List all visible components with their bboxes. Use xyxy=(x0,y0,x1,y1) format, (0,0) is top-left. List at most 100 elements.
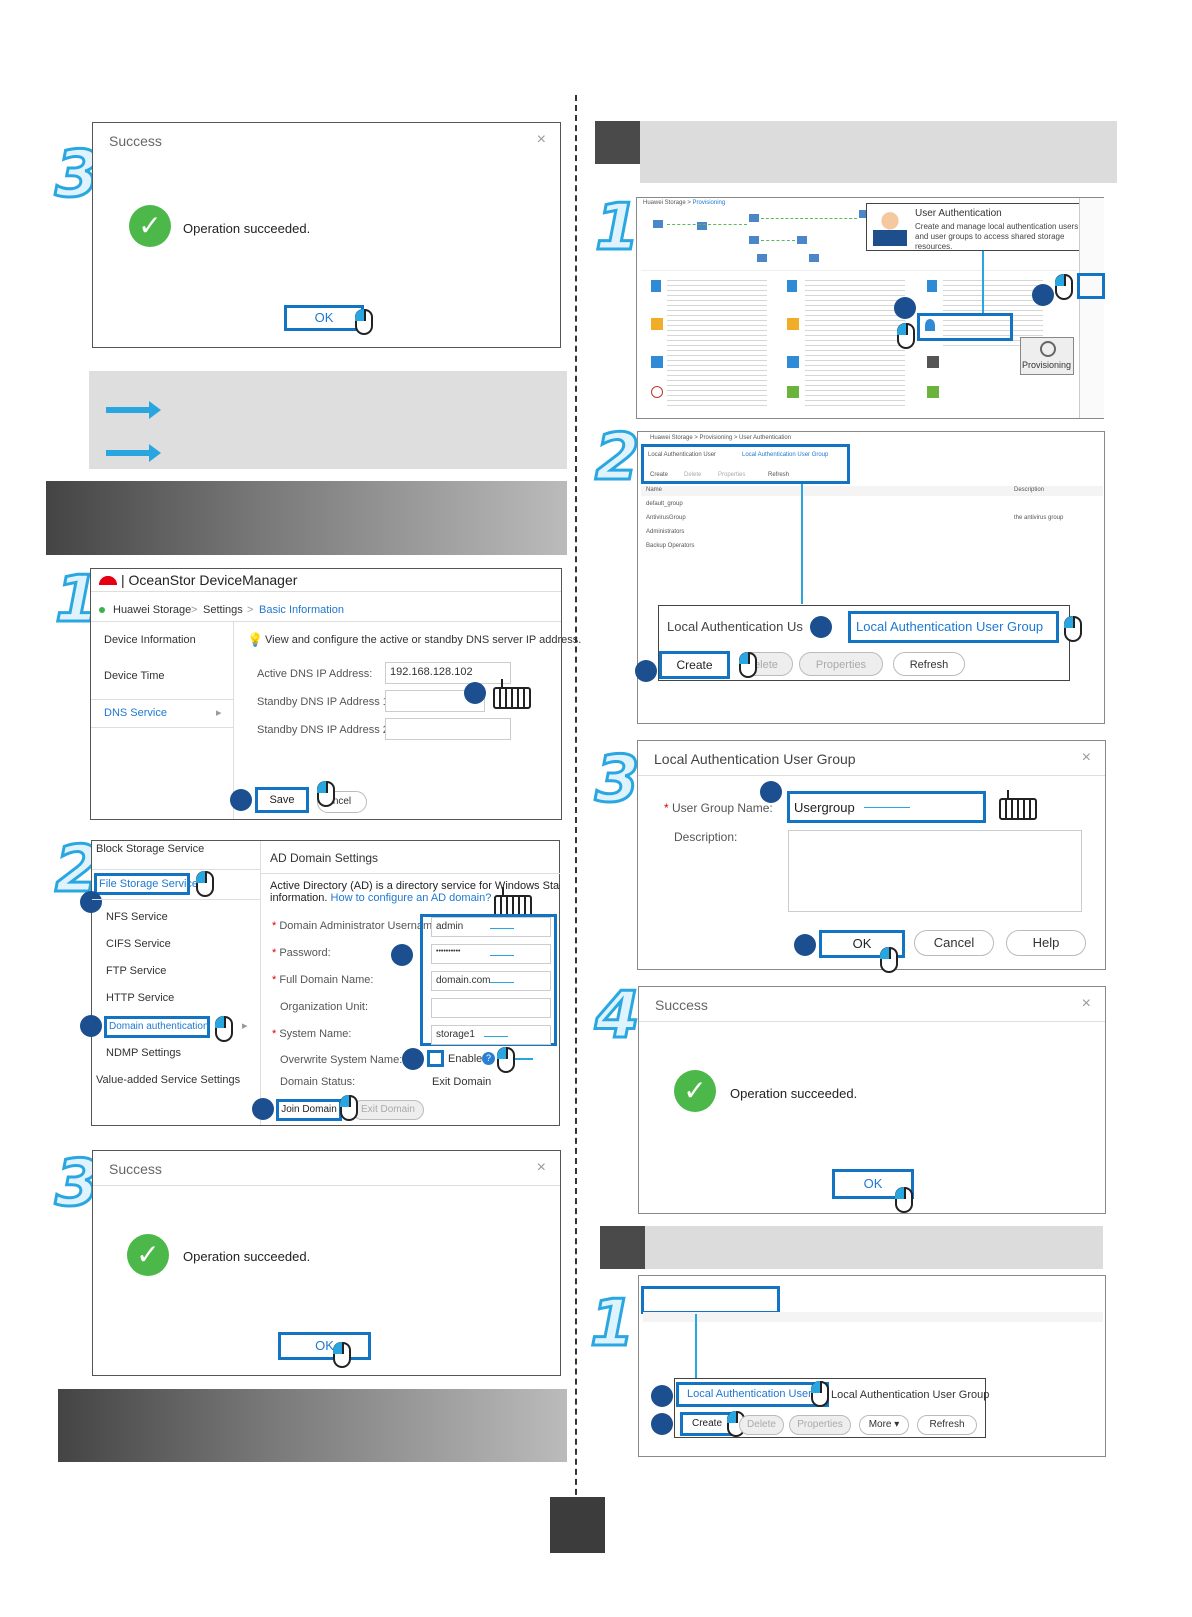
help-button[interactable]: Help xyxy=(1006,930,1086,956)
success-message: Operation succeeded. xyxy=(183,221,311,236)
join-button-label: Join Domain xyxy=(281,1104,337,1115)
nav-item-value-added[interactable]: Value-added Service Settings xyxy=(96,1074,241,1086)
table-cell: the antivirus group xyxy=(1014,515,1064,521)
standby-dns-1-field[interactable] xyxy=(385,690,485,712)
system-name-field[interactable]: storage1 xyxy=(431,1025,551,1045)
dialog-title: Success xyxy=(109,1161,162,1177)
workflow-line xyxy=(667,224,747,225)
user-auth-icon xyxy=(925,319,935,331)
nav-item-ftp[interactable]: FTP Service xyxy=(106,965,167,977)
zoom-tab-user[interactable]: Local Authentication Us xyxy=(667,619,803,634)
nav-label: Domain authentication xyxy=(109,1021,209,1032)
mouse-icon xyxy=(196,871,214,897)
breadcrumb-item[interactable]: Basic Information xyxy=(259,604,344,616)
workflow-node-icon xyxy=(859,210,869,218)
user-auth-callout: User Authentication Create and manage lo… xyxy=(866,203,1084,251)
create-button[interactable]: Create xyxy=(650,472,669,478)
nav-item-block-storage[interactable]: Block Storage Service xyxy=(96,843,205,855)
step-number: 3 xyxy=(594,743,642,817)
nav-item-cifs[interactable]: CIFS Service xyxy=(106,938,171,950)
service-icon xyxy=(787,356,799,368)
zoom-tab-local-user[interactable]: Local Authentication User xyxy=(676,1382,829,1407)
close-icon[interactable]: × xyxy=(1081,749,1091,766)
nav-item-http[interactable]: HTTP Service xyxy=(106,992,175,1004)
service-desc-lines xyxy=(805,280,905,410)
zoom-properties-button[interactable]: Properties xyxy=(799,652,883,676)
enable-checkbox[interactable] xyxy=(427,1050,444,1067)
ok-button[interactable]: OK xyxy=(284,305,364,331)
label-text: Password: xyxy=(279,947,331,959)
exit-domain-button[interactable]: Exit Domain xyxy=(352,1100,424,1120)
password-field[interactable]: •••••••••• xyxy=(431,944,551,964)
provisioning-nav-button[interactable] xyxy=(1077,273,1105,299)
workflow-node-icon xyxy=(749,214,759,222)
ok-button[interactable]: OK xyxy=(278,1332,371,1360)
zoom-create-button[interactable]: Create xyxy=(680,1412,734,1436)
provisioning-panel: Huawei Storage > Provisioning User Authe… xyxy=(636,197,1105,419)
step-number: 2 xyxy=(594,421,642,495)
nav-item-dns-service[interactable]: DNS Service xyxy=(104,707,167,719)
keyboard-icon xyxy=(494,887,532,917)
delete-button[interactable]: Delete xyxy=(684,472,702,478)
properties-button[interactable]: Properties xyxy=(718,472,746,478)
tab-local-user-group[interactable]: Local Authentication User Group xyxy=(742,452,829,458)
close-icon[interactable]: × xyxy=(536,1159,546,1176)
dns-hint: View and configure the active or standby… xyxy=(265,634,582,646)
title-divider xyxy=(639,1021,1105,1022)
breadcrumb-item[interactable]: Settings xyxy=(203,604,243,616)
header-divider xyxy=(91,591,561,592)
zoom-more-button[interactable]: More ▾ xyxy=(859,1415,909,1435)
button-label: Refresh xyxy=(909,659,949,671)
nav-item-ndmp[interactable]: NDMP Settings xyxy=(106,1047,181,1059)
nav-item-nfs[interactable]: NFS Service xyxy=(106,911,168,923)
zoom-tab-user-group[interactable]: Local Authentication User Group xyxy=(848,611,1059,643)
step-marker xyxy=(651,1413,673,1435)
help-icon[interactable]: ? xyxy=(482,1052,495,1065)
ok-button[interactable]: OK xyxy=(819,930,905,958)
active-dns-field[interactable]: 192.168.128.102 xyxy=(385,662,511,684)
save-button[interactable]: Save xyxy=(255,787,309,813)
ad-domain-panel: Block Storage Service File Storage Servi… xyxy=(80,840,560,1126)
standby-dns-2-field[interactable] xyxy=(385,718,511,740)
overwrite-label: Overwrite System Name: xyxy=(280,1054,403,1066)
user-group-name-field[interactable]: Usergroup xyxy=(787,791,986,823)
service-icon xyxy=(787,280,797,292)
tab-label: Local Authentication User xyxy=(687,1388,812,1400)
nav-item-file-storage[interactable]: File Storage Service xyxy=(94,873,198,895)
zoom-create-button[interactable]: Create xyxy=(659,651,730,679)
ok-button[interactable]: OK xyxy=(832,1169,914,1199)
breadcrumb-item[interactable]: Huawei Storage xyxy=(113,604,192,616)
admin-username-label: * Domain Administrator Username: xyxy=(272,920,442,932)
tabs-highlight xyxy=(641,444,850,484)
nav-item-device-time[interactable]: Device Time xyxy=(104,670,165,682)
domain-name-label: * Full Domain Name: xyxy=(272,974,374,986)
close-icon[interactable]: × xyxy=(536,131,546,148)
zoom-delete-button[interactable]: Delete xyxy=(739,1415,784,1435)
user-auth-tile[interactable] xyxy=(917,313,1013,341)
join-domain-button[interactable]: Join Domain xyxy=(276,1099,342,1121)
arrow-icon xyxy=(106,444,161,462)
table-header xyxy=(641,486,1103,496)
zoom-properties-button[interactable]: Properties xyxy=(789,1415,851,1435)
domain-name-field[interactable]: domain.com xyxy=(431,971,551,991)
pointer-line xyxy=(801,484,803,604)
step-marker xyxy=(402,1048,424,1070)
ad-help-link[interactable]: How to configure an AD domain? xyxy=(330,892,492,904)
description-field[interactable] xyxy=(788,830,1082,912)
tab-local-user[interactable]: Local Authentication User xyxy=(648,452,717,458)
workflow-node-icon xyxy=(653,220,663,228)
nav-item-domain-authentication[interactable]: Domain authentication xyxy=(104,1016,210,1038)
zoom-refresh-button[interactable]: Refresh xyxy=(893,652,965,676)
zoom-tab-local-user-group[interactable]: Local Authentication User Group xyxy=(831,1389,990,1401)
zoom-refresh-button[interactable]: Refresh xyxy=(917,1415,977,1435)
refresh-button[interactable]: Refresh xyxy=(768,472,790,478)
admin-username-field[interactable]: admin xyxy=(431,917,551,937)
cancel-button[interactable]: Cancel xyxy=(914,930,994,956)
nav-item-device-information[interactable]: Device Information xyxy=(104,634,196,646)
pointer-line xyxy=(515,1058,533,1060)
ad-info-text: information. xyxy=(270,892,328,904)
close-icon[interactable]: × xyxy=(1081,995,1091,1012)
button-label: Create xyxy=(691,1418,722,1429)
org-unit-field[interactable] xyxy=(431,998,551,1018)
save-button-label: Save xyxy=(269,794,295,806)
